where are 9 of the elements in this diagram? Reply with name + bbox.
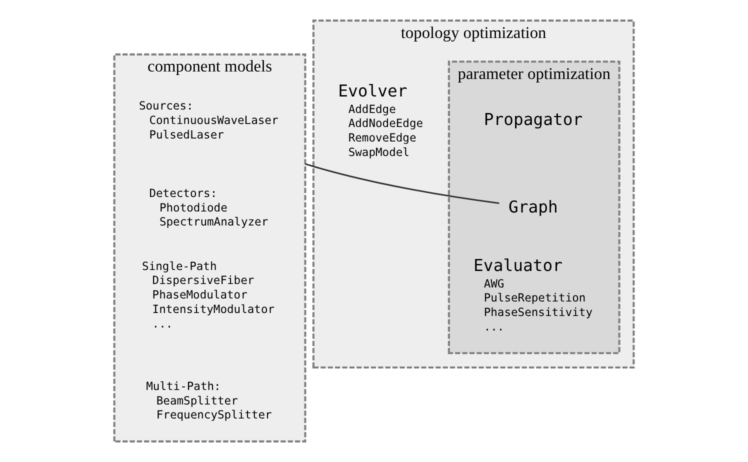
node-text: Graph xyxy=(508,197,558,216)
node-text: Evolver AddEdge AddNodeEdge RemoveEdge SwapModel xyxy=(338,81,424,159)
connector xyxy=(305,163,500,204)
node-text: Single-Path DispersiveFiber PhaseModulator IntensityModulator ... xyxy=(142,260,275,330)
node-text: Evaluator AWG PulseRepetition PhaseSensitivity ... xyxy=(474,256,592,334)
node-text: Sources: ContinuousWaveLaser PulsedLaser xyxy=(138,100,278,142)
node-text: Detectors: Photodiode SpectrumAnalyzer xyxy=(149,186,268,229)
node-text: Propagator xyxy=(484,110,583,130)
node-text: Multi-Path: BeamSplitter FrequencySplitter xyxy=(146,380,272,422)
